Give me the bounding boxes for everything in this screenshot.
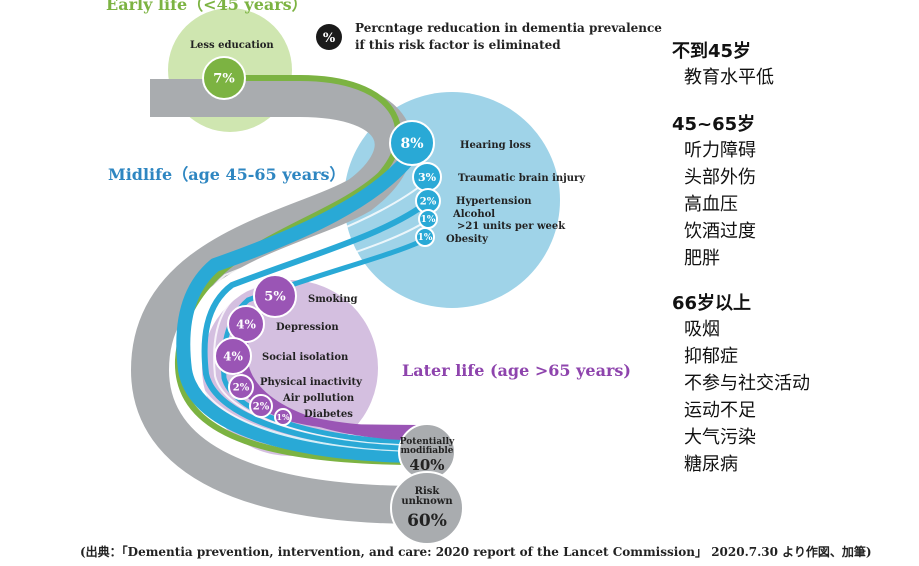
unknown-circle [390, 471, 464, 545]
factor-circle [415, 227, 435, 247]
factor-node: 5% Smoking [253, 274, 357, 318]
factor-percent: 4% [236, 317, 256, 331]
factor-node: 2% Hypertension [415, 188, 532, 214]
factor-label: Obesity [446, 234, 489, 245]
factor-label: Social isolation [262, 352, 349, 363]
factor-label: Physical inactivity [260, 377, 363, 388]
factor-percent: 5% [264, 290, 286, 305]
midlife-stream-line-1 [193, 179, 429, 452]
factor-label: Alcohol [452, 209, 495, 220]
factor-circle [202, 56, 246, 100]
side-item: 运动不足 [684, 400, 756, 421]
factor-node: 4% Depression [227, 305, 339, 343]
modifiable-percent: 40% [409, 456, 444, 474]
side-item: 头部外伤 [684, 167, 756, 188]
side-panel: 不到45岁 教育水平低 45~65岁 听力障碍 头部外伤 高血压 饮酒过度 肥胖… [672, 40, 912, 492]
modifiable-label-1: Potentially [400, 437, 455, 447]
factor-percent: 7% [213, 72, 235, 87]
side-group-early: 不到45岁 教育水平低 [672, 40, 912, 91]
factor-label: Hearing loss [460, 140, 531, 151]
factor-node: 1% Diabetes [274, 408, 353, 426]
side-group-later: 66岁以上 吸烟 抑郁症 不参与社交活动 运动不足 大气污染 糖尿病 [672, 292, 912, 478]
legend-line-1: Percntage reducation in dementia prevale… [355, 21, 662, 35]
factor-label: Depression [276, 322, 339, 333]
factor-percent: 1% [421, 215, 436, 225]
factor-node: 1% Obesity [415, 227, 489, 247]
midlife-stream-line-3 [213, 219, 429, 446]
factor-node: 4% Social isolation [214, 337, 349, 375]
side-item: 肥胖 [684, 248, 720, 269]
stage-label-mid: Midlife（age 45-65 years） [108, 165, 346, 184]
modifiable-label-2: modifiable [400, 446, 453, 456]
factor-percent: 2% [420, 197, 437, 208]
side-group-title: 不到45岁 [672, 41, 752, 62]
factor-circle [214, 337, 252, 375]
midlife-stream-line-2 [201, 199, 430, 451]
factor-circle [227, 305, 265, 343]
side-item: 饮酒过度 [684, 221, 756, 242]
factor-label-secondary: >21 units per week [457, 221, 566, 232]
factor-label: Traumatic brain injury [458, 173, 586, 184]
factor-nodes: 7% Less education 8% Hearing loss 3% Traumati… [190, 40, 586, 426]
side-group-mid: 45~65岁 听力障碍 头部外伤 高血压 饮酒过度 肥胖 [672, 113, 912, 272]
legend-line-2: if this risk factor is eliminated [355, 38, 561, 52]
factor-percent: 8% [400, 136, 423, 152]
factor-label: Hypertension [456, 196, 532, 207]
factor-circle [249, 394, 273, 418]
factor-percent: 3% [418, 171, 437, 184]
factor-node: 8% Hearing loss [389, 120, 531, 166]
side-item: 吸烟 [684, 319, 720, 340]
stage-label-early: Early life（<45 years） [106, 0, 308, 14]
side-item: 抑郁症 [684, 346, 738, 367]
side-item: 大气污染 [684, 427, 756, 448]
factor-percent: 2% [233, 383, 250, 394]
side-item: 不参与社交活动 [684, 373, 810, 394]
factor-node: 2% Physical inactivity [228, 374, 363, 400]
side-group-title: 45~65岁 [672, 114, 756, 135]
factor-label: Diabetes [304, 409, 353, 420]
side-item: 高血压 [684, 194, 738, 215]
factor-percent: 4% [223, 349, 243, 363]
factor-node: 2% Air pollution [249, 393, 355, 418]
factor-circle [274, 408, 292, 426]
citation: (出典：「Dementia prevention, intervention, … [80, 545, 872, 559]
side-item: 听力障碍 [684, 140, 756, 161]
midlife-stream-main [176, 145, 421, 463]
factor-circle [253, 274, 297, 318]
factor-circle [228, 374, 254, 400]
unknown-percent: 60% [407, 511, 447, 531]
factor-node: 7% Less education [190, 40, 274, 100]
factor-percent: 1% [418, 233, 433, 243]
side-group-title: 66岁以上 [672, 293, 752, 314]
factor-label: Air pollution [282, 393, 355, 404]
legend-percent-icon [316, 24, 342, 50]
stage-label-later: Later life (age >65 years) [402, 361, 631, 380]
unknown-label-1: Risk [415, 486, 441, 497]
factor-percent: 2% [253, 402, 270, 413]
factor-percent: 1% [276, 412, 290, 422]
factor-label: Smoking [308, 294, 357, 305]
factor-circle [389, 120, 435, 166]
legend-percent-symbol: % [323, 31, 336, 46]
side-item: 糖尿病 [684, 454, 738, 475]
unknown-label-2: unknown [401, 496, 453, 507]
side-item: 教育水平低 [684, 67, 774, 88]
factor-label: Less education [190, 40, 274, 51]
